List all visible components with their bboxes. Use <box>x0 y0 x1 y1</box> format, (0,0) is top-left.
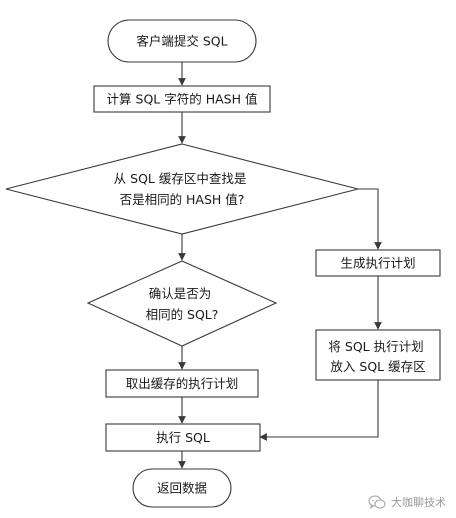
node-compute-hash: 计算 SQL 字符的 HASH 值 <box>93 85 271 113</box>
node-end: 返回数据 <box>132 468 232 508</box>
node-fetch-cached-plan: 取出缓存的执行计划 <box>105 369 259 398</box>
node-end-label: 返回数据 <box>157 481 207 496</box>
node-decision-sql: 确认是否为 相同的 SQL? <box>86 260 278 347</box>
node-start: 客户端提交 SQL <box>107 19 257 63</box>
node-start-label: 客户端提交 SQL <box>136 34 227 49</box>
node-execute-label: 执行 SQL <box>156 430 210 445</box>
watermark: 大咖聊技术 <box>368 494 446 510</box>
watermark-text: 大咖聊技术 <box>391 496 446 509</box>
node-generate-plan-label: 生成执行计划 <box>340 256 415 271</box>
node-decision-sql-label: 确认是否为 相同的 SQL? <box>146 286 219 322</box>
edges <box>178 62 382 469</box>
edge-decision-hash-to-generate-plan <box>358 188 382 250</box>
node-decision-hash-label: 从 SQL 缓存区中查找是 否是相同的 HASH 值? <box>114 171 251 207</box>
node-generate-plan: 生成执行计划 <box>315 249 441 277</box>
node-store-plan-label: 将 SQL 执行计划 放入 SQL 缓存区 <box>328 339 427 374</box>
node-compute-hash-label: 计算 SQL 字符的 HASH 值 <box>107 92 258 107</box>
node-decision-hash: 从 SQL 缓存区中查找是 否是相同的 HASH 值? <box>5 143 359 235</box>
wechat-bubble-icon <box>368 494 386 509</box>
node-fetch-cached-plan-label: 取出缓存的执行计划 <box>126 376 239 391</box>
node-execute: 执行 SQL <box>105 423 261 452</box>
node-store-plan: 将 SQL 执行计划 放入 SQL 缓存区 <box>315 329 441 381</box>
edge-store-plan-to-execute <box>259 380 379 441</box>
